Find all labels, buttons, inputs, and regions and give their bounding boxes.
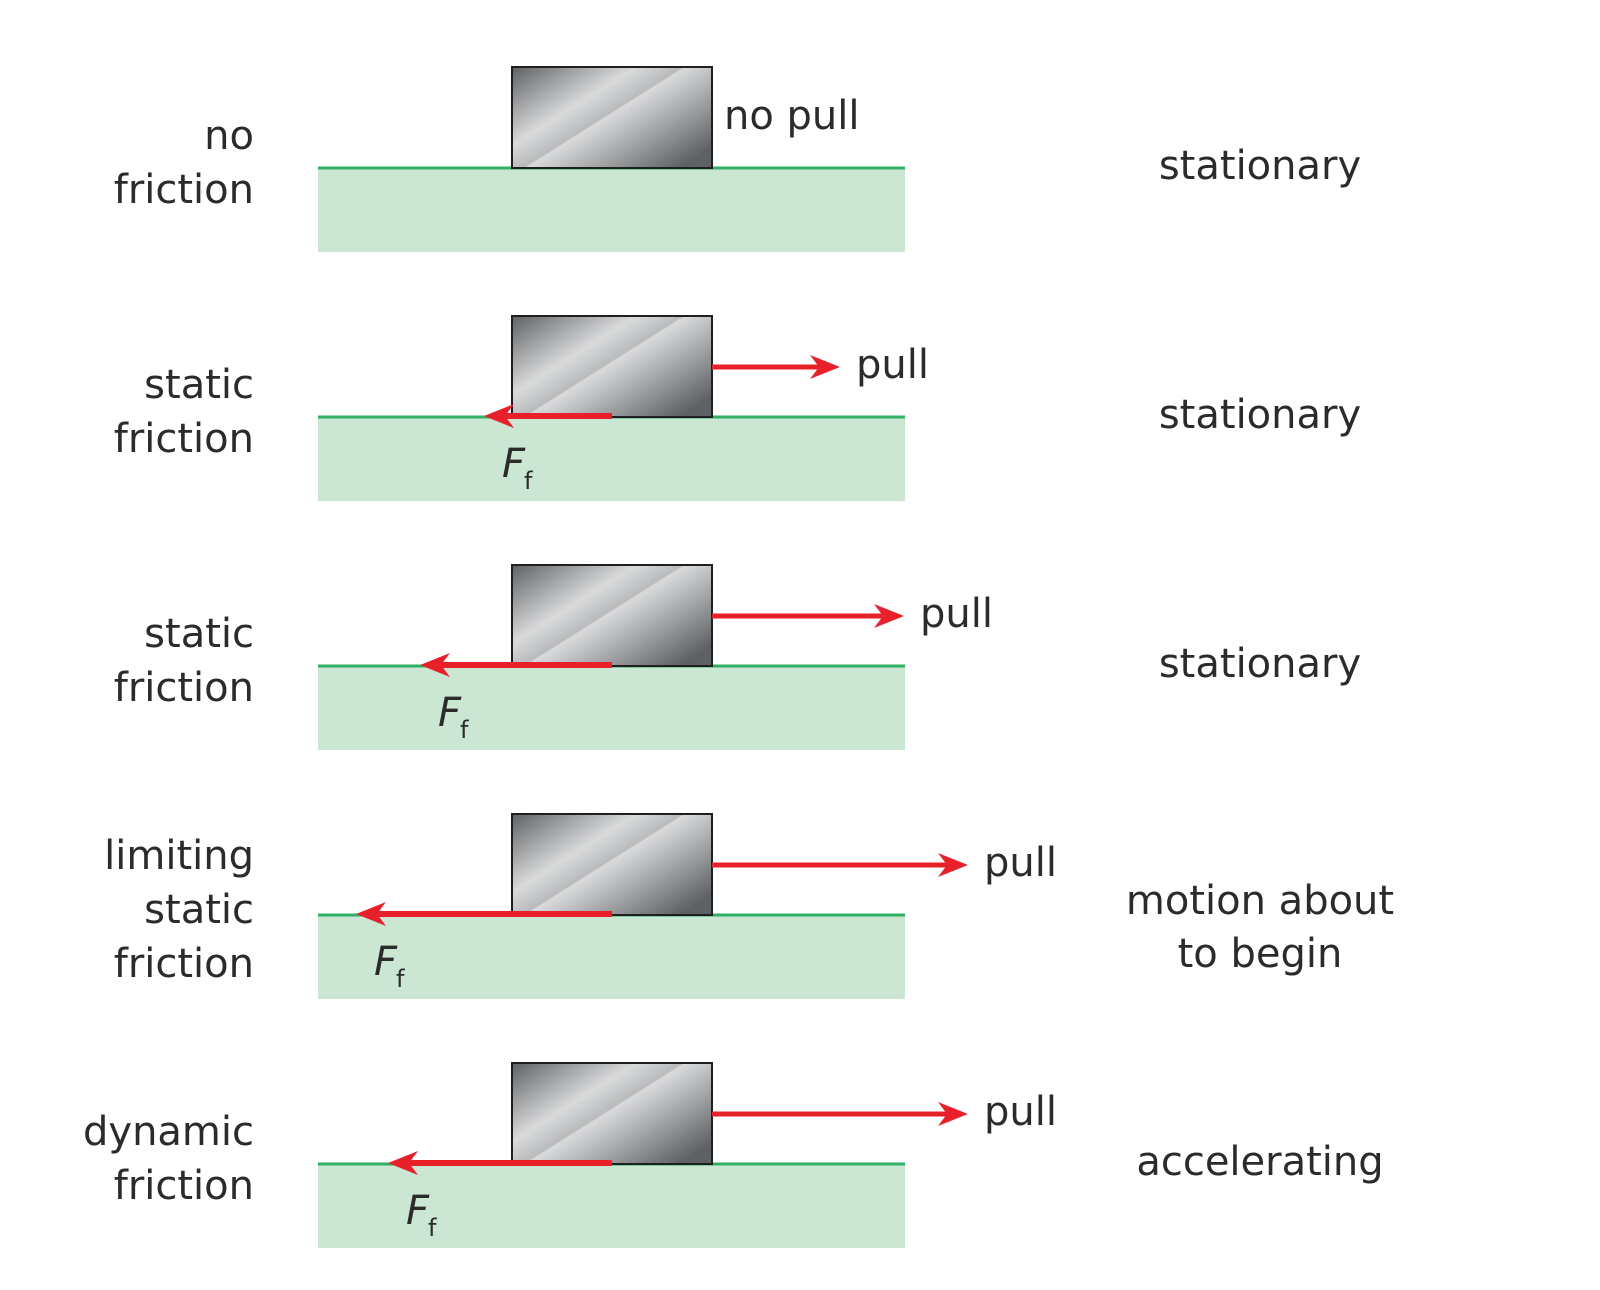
surface	[318, 915, 905, 999]
surface	[318, 168, 905, 252]
pull-label: pull	[984, 840, 1057, 886]
friction-type-line: friction	[113, 941, 254, 987]
friction-type-line: static	[144, 611, 254, 657]
motion-state-line: motion about	[1125, 878, 1395, 924]
scenario-1: no pull	[318, 66, 905, 252]
friction-type-label: limiting static friction	[104, 829, 254, 991]
friction-force-label: F	[406, 1188, 430, 1234]
friction-type-line: static	[144, 362, 254, 408]
pull-label: pull	[856, 342, 929, 388]
friction-type-label: static friction	[114, 607, 254, 715]
friction-type-line: friction	[113, 416, 254, 462]
friction-force-subscript: f	[396, 965, 405, 993]
friction-force-label: F	[438, 690, 462, 736]
motion-state-line: to begin	[1177, 931, 1343, 977]
block	[511, 813, 713, 916]
motion-state-label: accelerating	[1100, 1136, 1420, 1189]
friction-force-subscript: f	[428, 1214, 437, 1242]
block	[511, 66, 713, 169]
friction-type-line: no	[204, 113, 254, 159]
pull-arrow-head	[810, 355, 840, 379]
block	[511, 315, 713, 418]
motion-state-line: stationary	[1158, 392, 1362, 438]
friction-type-label: no friction	[114, 109, 254, 217]
friction-arrow-head	[420, 653, 450, 677]
surface	[318, 1164, 905, 1248]
motion-state-label: stationary	[1100, 638, 1420, 691]
friction-type-line: dynamic	[83, 1109, 254, 1155]
friction-type-line: friction	[113, 665, 254, 711]
friction-type-label: static friction	[114, 358, 254, 466]
motion-state-line: stationary	[1158, 143, 1362, 189]
friction-force-subscript: f	[460, 716, 469, 744]
friction-type-label: dynamic friction	[83, 1105, 254, 1213]
friction-arrow-head	[388, 1151, 418, 1175]
pull-arrow-head	[938, 1102, 968, 1126]
motion-state-label: motion about to begin	[1100, 875, 1420, 981]
friction-type-line: friction	[113, 167, 254, 213]
motion-state-line: accelerating	[1136, 1139, 1384, 1185]
friction-arrow-head	[484, 404, 514, 428]
pull-label: pull	[984, 1089, 1057, 1135]
block	[511, 1062, 713, 1165]
pull-label: no pull	[724, 93, 860, 139]
pull-arrow-head	[938, 853, 968, 877]
friction-force-subscript: f	[524, 467, 533, 495]
pull-label: pull	[920, 591, 993, 637]
block	[511, 564, 713, 667]
friction-type-line: static	[144, 887, 254, 933]
friction-type-line: limiting	[104, 833, 254, 879]
friction-force-label: F	[502, 441, 526, 487]
motion-state-label: stationary	[1100, 389, 1420, 442]
friction-type-line: friction	[113, 1163, 254, 1209]
motion-state-line: stationary	[1158, 641, 1362, 687]
friction-arrow-head	[356, 902, 386, 926]
motion-state-label: stationary	[1100, 140, 1420, 193]
pull-arrow-head	[874, 604, 904, 628]
surface	[318, 666, 905, 750]
surface	[318, 417, 905, 501]
friction-force-label: F	[374, 939, 398, 985]
